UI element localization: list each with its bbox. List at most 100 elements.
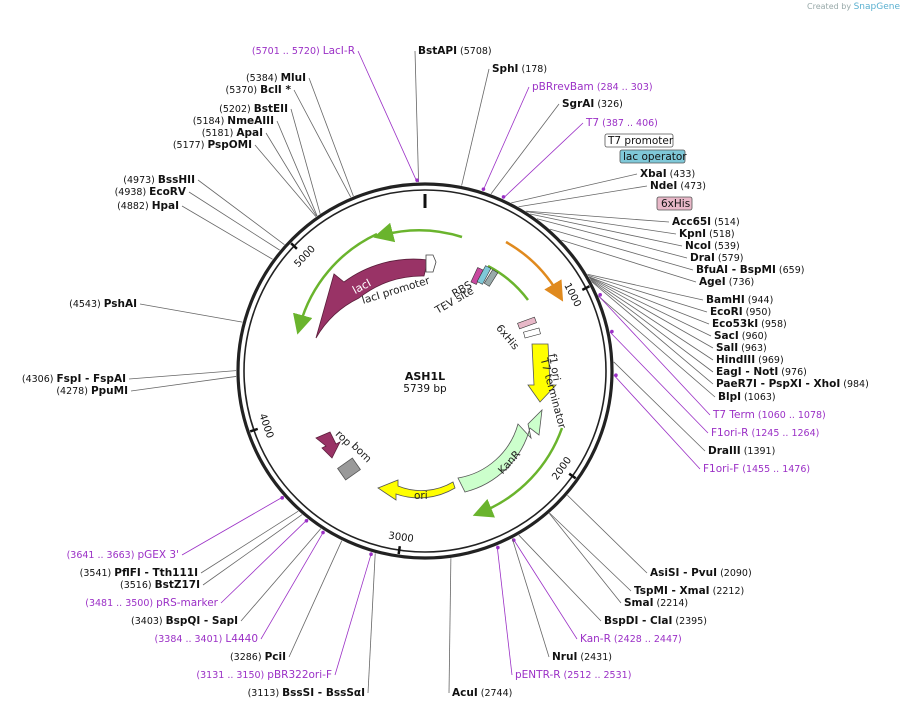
leader-line [511, 538, 550, 658]
site-position: (984) [840, 379, 869, 390]
primer-name: pENTR-R [515, 669, 561, 681]
enzyme-label: BamHI (944) [706, 294, 773, 306]
primer-name: pRS-marker [156, 597, 219, 609]
site-position: (5184) [193, 116, 228, 127]
enzyme-label: NcoI (539) [685, 240, 740, 252]
t7-arc [487, 264, 530, 301]
site-position: (5177) [173, 140, 208, 151]
leader-line [512, 538, 578, 640]
t7-promoter-box [604, 133, 674, 148]
leader-line [530, 213, 683, 247]
primer-name: pBR322ori-F [267, 669, 332, 681]
primer-label: pENTR-R (2512 .. 2531) [515, 669, 631, 681]
site-position: (514) [711, 217, 740, 228]
primer-label: (3384 .. 3401) L4440 [155, 633, 258, 645]
site-position: (4278) [56, 386, 91, 397]
enzyme-label: (5202) BstEII [219, 103, 288, 115]
site-position: (5181) [202, 128, 237, 139]
primer-mark [614, 373, 618, 378]
enzyme-name: AsiSI - PvuI [650, 567, 717, 579]
enzyme-label: PaeR7I - PspXI - XhoI (984) [716, 378, 869, 390]
enzyme-label: Eco53kI (958) [712, 318, 787, 330]
enzyme-name: NdeI [650, 180, 677, 192]
enzyme-label: DraIII (1391) [708, 445, 775, 457]
primer-label: (3131 .. 3150) pBR322ori-F [196, 669, 332, 681]
lacI-arc-small [373, 222, 463, 243]
primer-mark [304, 518, 309, 523]
backbone [236, 182, 614, 560]
leader-line [202, 514, 303, 586]
enzyme-label: (5384) MluI [246, 72, 306, 84]
site-position: (433) [667, 169, 696, 180]
enzyme-name: KpnI [679, 228, 706, 240]
leader-line [590, 279, 714, 373]
leader-line [293, 89, 352, 198]
primer-mark [321, 530, 325, 535]
enzyme-name: SgrAI [562, 98, 594, 110]
enzyme-name: PaeR7I - PspXI - XhoI [716, 378, 840, 390]
leader-line [308, 77, 354, 197]
cds-arc-orange [505, 240, 564, 302]
his-small-feature [517, 316, 537, 330]
site-position: (1391) [741, 446, 776, 457]
primer-mark [369, 552, 373, 557]
tick-mark [249, 427, 259, 433]
f1ori-feature [527, 343, 557, 403]
leader-line [254, 144, 317, 217]
leader-line [220, 518, 308, 604]
leader-line [496, 545, 513, 676]
enzyme-labels: BstAPI (5708)SphI (178)pBRrevBam (284 ..… [22, 45, 869, 699]
enzyme-label: (5184) NmeAIII [193, 115, 274, 127]
leader-line [525, 210, 670, 223]
plasmid-size: 5739 bp [403, 383, 447, 395]
primer-mark [496, 545, 500, 550]
enzyme-name: SmaI [624, 597, 654, 609]
leader-line [128, 370, 237, 380]
lacI-arc-large [293, 232, 378, 335]
site-position: (4973) [123, 175, 158, 186]
primer-name: F1ori-F [703, 463, 739, 475]
leader-line [181, 496, 284, 556]
enzyme-label: XbaI (433) [640, 168, 695, 180]
enzyme-label: DraI (579) [690, 252, 743, 264]
enzyme-label: BfuAI - BspMI (659) [696, 264, 804, 276]
primer-name: pBRrevBam [532, 81, 594, 93]
enzyme-name: BstEII [254, 103, 288, 115]
site-position: (2214) [654, 598, 689, 609]
tick-label: 1000 [561, 281, 582, 309]
site-position: (2428 .. 2447) [611, 634, 682, 645]
primer-mark [598, 293, 602, 297]
enzyme-name: NruI [552, 651, 577, 663]
leader-line [357, 50, 418, 183]
enzyme-name: SacI [714, 330, 739, 342]
site-position: (5708) [457, 46, 492, 57]
enzyme-label: (3286) PciI [230, 651, 286, 663]
credit-prefix: Created by [807, 2, 852, 11]
leader-line [588, 276, 712, 337]
site-position: (3131 .. 3150) [196, 670, 267, 681]
leader-line [482, 86, 530, 192]
enzyme-name: BclI * [260, 84, 291, 96]
leader-line [561, 239, 697, 283]
enzyme-label: SacI (960) [714, 330, 767, 342]
his-tag-box [656, 196, 693, 211]
site-position: (969) [755, 355, 784, 366]
enzyme-label: HindIII (969) [716, 354, 784, 366]
primer-mark [415, 178, 419, 182]
rop-feature [315, 431, 341, 459]
enzyme-name: ApaI [236, 127, 263, 139]
enzyme-name: HpaI [152, 200, 179, 212]
site-position: (944) [745, 295, 774, 306]
his-label: 6xHis [493, 322, 521, 352]
site-position: (960) [739, 331, 768, 342]
site-position: (736) [726, 277, 755, 288]
primer-label: F1ori-R (1245 .. 1264) [711, 427, 819, 439]
enzyme-label: Acc65I (514) [672, 216, 740, 228]
site-position: (387 .. 406) [599, 118, 658, 129]
plasmid-name: ASH1L [405, 370, 445, 383]
primer-label: pBRrevBam (284 .. 303) [532, 81, 653, 93]
primer-mark [280, 496, 284, 500]
leader-line [613, 374, 701, 470]
leader-line [265, 132, 317, 217]
